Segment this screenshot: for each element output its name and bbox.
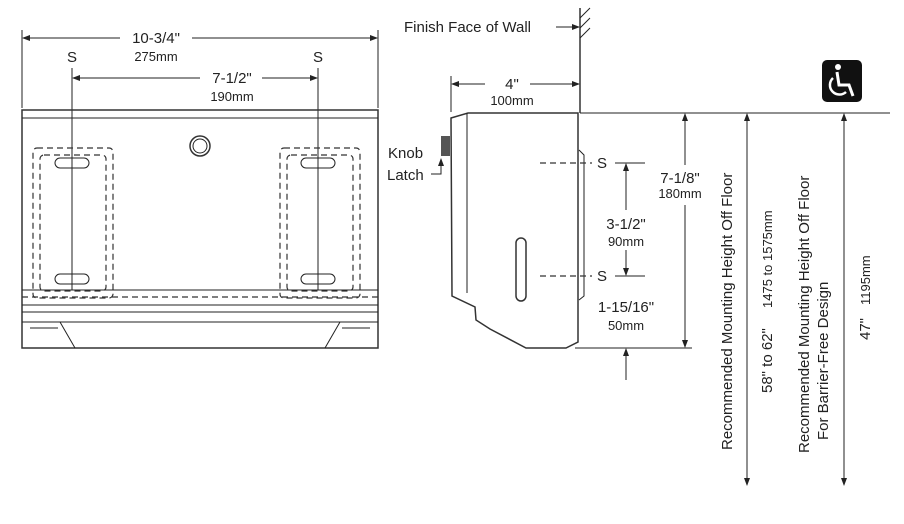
lock-keyhole-icon [189,135,211,157]
bottom-offset-mm-label: 50mm [608,318,644,333]
overall-width-label: 10-3/4" [132,30,180,47]
bottom-offset-label: 1-15/16" [598,299,654,316]
screw-spacing-mm-label: 190mm [210,89,253,104]
barrier-free-label-line2: For Barrier-Free Design [815,282,832,440]
height-label: 7-1/8" [660,170,700,187]
height-mm-label: 180mm [658,186,701,201]
overall-width-mm-label: 275mm [134,49,177,64]
barrier-free-height-mm: 1195mm [858,255,873,305]
dispenser-front-outline [21,109,379,349]
front-view: 10-3/4" 275mm S S 7-1/2" 190mm [21,30,379,349]
screw-vertical-mm-label: 90mm [608,234,644,249]
mounting-heights: Recommended Mounting Height Off Floor 58… [580,60,890,486]
screw-spacing-label: 7-1/2" [212,70,252,87]
standard-height-mm: 1475 to 1575mm [760,210,775,308]
knob-label: Knob [388,145,423,162]
standard-height-label: Recommended Mounting Height Off Floor [719,173,736,450]
finish-face-of-wall-label: Finish Face of Wall [404,19,531,36]
depth-mm-label: 100mm [490,93,533,108]
screw-label-left: S [67,49,77,66]
screw-vertical-label: 3-1/2" [606,216,646,233]
latch-label: Latch [387,167,424,184]
side-view: Finish Face of Wall 4" 100mm Knob Latch … [387,7,702,380]
screw-label-upper: S [597,155,607,172]
knob-latch-icon [441,136,450,156]
wheelchair-icon [822,60,862,102]
standard-height-value: 58" to 62" [759,328,776,393]
dispenser-side-outline [450,112,579,349]
depth-label: 4" [505,76,519,93]
screw-label-right: S [313,49,323,66]
barrier-free-height-value: 47" [857,318,874,340]
screw-label-lower: S [597,268,607,285]
barrier-free-label-line1: Recommended Mounting Height Off Floor [796,176,813,453]
window-slot [515,237,527,302]
